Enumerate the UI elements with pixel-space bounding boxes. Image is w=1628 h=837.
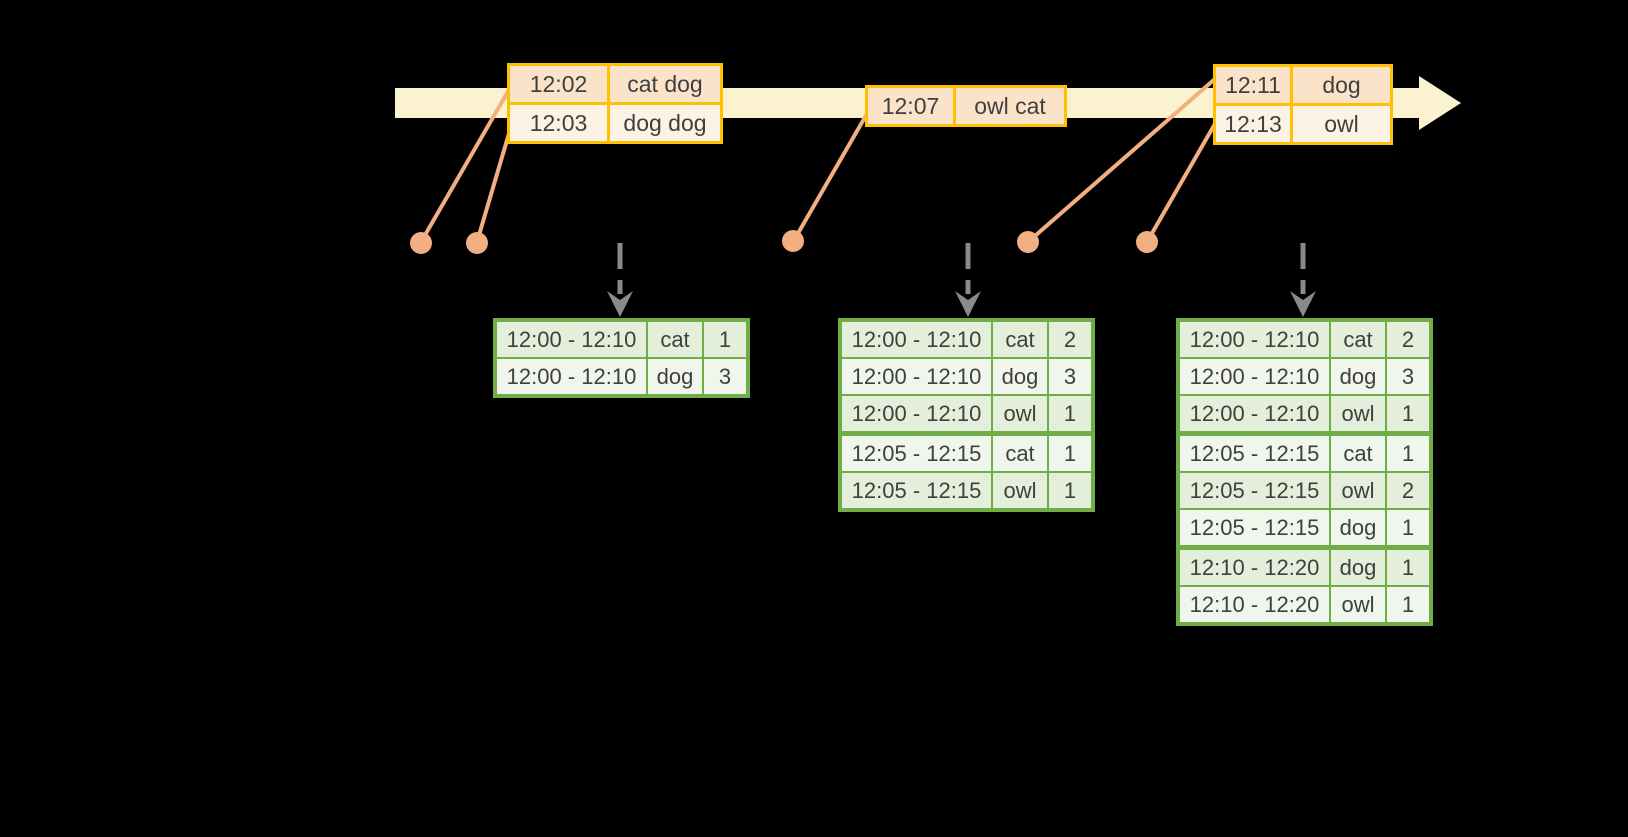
- connector-line: [475, 129, 512, 243]
- result-word-cell: dog: [1331, 359, 1387, 394]
- result-window-cell: 12:05 - 12:15: [842, 436, 993, 471]
- result-window-cell: 12:00 - 12:10: [1180, 396, 1331, 431]
- result-word-cell: owl: [993, 473, 1049, 508]
- event-dot: [1017, 231, 1039, 253]
- trigger-arrow-icon: [1290, 243, 1316, 317]
- event-time-cell: 12:02: [510, 66, 610, 102]
- event-dot: [410, 232, 432, 254]
- result-window-cell: 12:00 - 12:10: [497, 359, 648, 394]
- event-words-cell: dog dog: [610, 105, 720, 141]
- result-window-cell: 12:00 - 12:10: [1180, 359, 1331, 394]
- connector-line: [791, 111, 870, 243]
- result-count-cell: 2: [1387, 322, 1429, 357]
- result-count-cell: 1: [1387, 396, 1429, 431]
- result-count-cell: 1: [1387, 510, 1429, 545]
- result-window-cell: 12:00 - 12:10: [842, 359, 993, 394]
- result-window-cell: 12:00 - 12:10: [842, 396, 993, 431]
- result-window-cell: 12:00 - 12:10: [1180, 322, 1331, 357]
- result-word-cell: owl: [993, 396, 1049, 431]
- result-word-cell: owl: [1331, 473, 1387, 508]
- result-count-cell: 1: [1387, 587, 1429, 622]
- event-dot: [782, 230, 804, 252]
- trigger-arrow-icon: [607, 243, 633, 317]
- trigger-arrows: [607, 243, 1316, 317]
- event-time-cell: 12:11: [1216, 67, 1293, 103]
- result-window-cell: 12:05 - 12:15: [1180, 510, 1331, 545]
- result-window-cell: 12:05 - 12:15: [1180, 473, 1331, 508]
- result-window-cell: 12:10 - 12:20: [1180, 550, 1331, 585]
- result-window-cell: 12:05 - 12:15: [1180, 436, 1331, 471]
- event-time-cell: 12:13: [1216, 106, 1293, 142]
- event-dot: [1136, 231, 1158, 253]
- result-word-cell: dog: [1331, 550, 1387, 585]
- result-word-cell: cat: [993, 322, 1049, 357]
- event-words-cell: owl: [1293, 106, 1390, 142]
- result-word-cell: owl: [1331, 587, 1387, 622]
- result-count-cell: 1: [704, 322, 746, 357]
- result-count-cell: 1: [1049, 436, 1091, 471]
- event-markers: [410, 230, 1158, 254]
- result-count-cell: 3: [704, 359, 746, 394]
- result-count-cell: 1: [1049, 473, 1091, 508]
- result-window-cell: 12:00 - 12:10: [842, 322, 993, 357]
- result-word-cell: owl: [1331, 396, 1387, 431]
- result-word-cell: cat: [993, 436, 1049, 471]
- event-words-cell: dog: [1293, 67, 1390, 103]
- result-window-cell: 12:10 - 12:20: [1180, 587, 1331, 622]
- timeline-arrow-head: [1419, 76, 1461, 130]
- result-word-cell: dog: [1331, 510, 1387, 545]
- result-word-cell: cat: [1331, 436, 1387, 471]
- result-word-cell: dog: [993, 359, 1049, 394]
- result-word-cell: dog: [648, 359, 704, 394]
- result-count-cell: 2: [1049, 322, 1091, 357]
- result-count-cell: 1: [1049, 396, 1091, 431]
- result-count-cell: 1: [1387, 550, 1429, 585]
- result-count-cell: 2: [1387, 473, 1429, 508]
- result-window-cell: 12:00 - 12:10: [497, 322, 648, 357]
- event-dot: [466, 232, 488, 254]
- event-words-cell: cat dog: [610, 66, 720, 102]
- event-time-cell: 12:07: [868, 88, 956, 124]
- connector-line: [1145, 121, 1218, 243]
- trigger-arrow-icon: [955, 243, 981, 317]
- result-window-cell: 12:05 - 12:15: [842, 473, 993, 508]
- event-time-cell: 12:03: [510, 105, 610, 141]
- result-count-cell: 1: [1387, 436, 1429, 471]
- result-word-cell: cat: [648, 322, 704, 357]
- result-count-cell: 3: [1049, 359, 1091, 394]
- result-word-cell: cat: [1331, 322, 1387, 357]
- result-count-cell: 3: [1387, 359, 1429, 394]
- event-words-cell: owl cat: [956, 88, 1064, 124]
